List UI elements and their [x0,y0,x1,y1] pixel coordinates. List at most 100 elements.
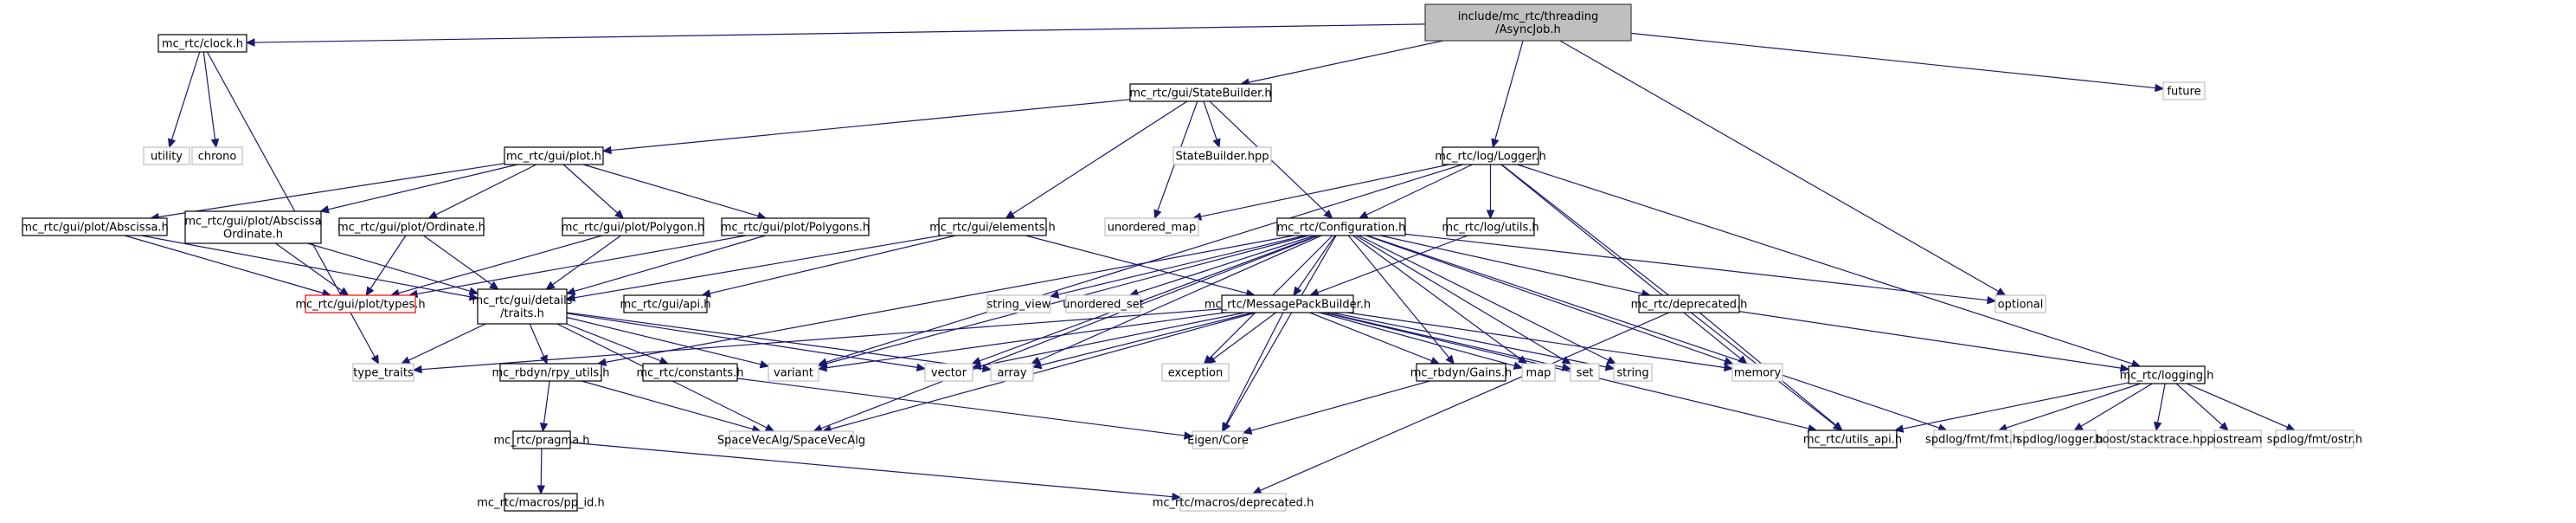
arrowhead-root-to-optional [1995,287,2007,296]
node-logging[interactable]: mc_rtc/logging.h [2120,365,2214,384]
node-label: mc_rtc/gui/plot/Abscissa.h [21,222,169,235]
node-label: /AsyncJob.h [1495,23,1561,36]
node-label: SpaceVecAlg/SpaceVecAlg [717,435,865,448]
edge-configuration-to-fmt [1366,235,1940,429]
arrowhead-configuration-to-string [1606,356,1617,365]
node-types[interactable]: mc_rtc/gui/plot/types.h [295,294,426,313]
node-label: mc_rbdyn/rpy_utils.h [492,367,610,380]
node-label: mc_rtc/MessagePackBuilder.h [1204,299,1371,312]
node-label: mc_rtc/macros/pp_id.h [477,497,604,510]
edge-traits-to-rpy_utils [529,323,545,357]
edge-configuration-to-msgpack [1297,235,1336,289]
edge-polygons-to-types [416,235,747,295]
node-pp_id[interactable]: mc_rtc/macros/pp_id.h [477,493,605,512]
arrowhead-polygon-to-traits [545,281,556,290]
node-label: mc_rtc/utils_api.h [1803,434,1902,447]
node-clock[interactable]: mc_rtc/clock.h [157,34,247,53]
arrowhead-traits-to-rpy_utils [539,354,548,365]
arrowhead-msgpack-to-exception [1205,355,1217,365]
node-statebuilder_hpp: StateBuilder.hpp [1172,146,1272,165]
node-box [2128,365,2206,384]
node-label: string [1616,367,1648,380]
node-optional: optional [1995,294,2046,313]
node-configuration[interactable]: mc_rtc/Configuration.h [1276,217,1406,236]
edge-ordinate-to-types [369,235,407,289]
edge-msgpack-to-memory [1346,312,1725,369]
node-box [1424,3,1632,42]
node-label: optional [1998,299,2044,312]
arrowhead-logging-to-ostr [2285,423,2297,431]
node-string: string [1613,363,1653,382]
node-polygon[interactable]: mc_rtc/gui/plot/Polygon.h [562,217,705,236]
edge-gains-to-eigen [1250,380,1430,431]
node-box [924,363,973,382]
node-set: set [1570,363,1600,382]
arrowhead-polygons-to-traits [565,287,576,295]
node-constants[interactable]: mc_rtc/constants.h [637,363,744,382]
node-api[interactable]: mc_rtc/gui/api.h [620,294,711,313]
node-label: utility [151,151,183,164]
node-label: mc_rtc/gui/plot/Polygons.h [721,222,870,235]
node-box [1570,363,1600,382]
node-box [721,217,870,236]
arrowhead-pragma-to-pp_id [536,485,546,495]
node-utils_api[interactable]: mc_rtc/utils_api.h [1803,429,1902,449]
node-box [1995,294,2046,313]
node-root[interactable]: include/mc_rtc/threading/AsyncJob.h [1424,3,1632,42]
edge-root-to-optional [1559,40,1999,293]
node-traits[interactable]: mc_rtc/gui/details/traits.h [472,288,573,325]
node-deprecated[interactable]: mc_rtc/deprecated.h [1631,294,1748,313]
node-box [623,294,708,313]
edge-deprecated-to-macros_deprecated [1260,312,1670,491]
edge-plot-to-polygon [562,164,619,214]
arrowhead-statebuilder-to-statebuilder_hpp [1212,138,1221,149]
edges-layer [124,23,2297,501]
edge-msgpack-to-map [1319,312,1515,367]
node-label: boost/stacktrace.hpp [2095,434,2213,447]
node-exception: exception [1161,363,1230,382]
node-logutils[interactable]: mc_rtc/log/utils.h [1442,217,1539,236]
node-box [1933,429,2012,449]
edge-msgpack-to-set [1325,312,1564,368]
edge-configuration-to-map [1352,235,1521,360]
edge-configuration-to-array [1038,235,1322,361]
node-polygons[interactable]: mc_rtc/gui/plot/Polygons.h [721,217,870,236]
node-rpy_utils[interactable]: mc_rbdyn/rpy_utils.h [492,363,610,382]
node-box [562,217,704,236]
node-label: mc_rtc/gui/StateBuilder.h [1129,87,1271,100]
node-gains[interactable]: mc_rbdyn/Gains.h [1410,363,1513,382]
node-label: include/mc_rtc/threading [1458,10,1598,23]
arrowhead-absord-to-traits [468,287,479,295]
arrowhead-configuration-to-msgpack [1293,286,1302,297]
arrowhead-configuration-to-vector [971,357,982,365]
node-label: future [2167,86,2200,99]
edge-configuration-to-deprecated [1380,235,1643,294]
node-box [729,430,854,449]
nodes-layer: include/mc_rtc/threading/AsyncJob.h mc_rt… [21,3,2362,512]
arrowhead-traits-to-constants [658,357,670,365]
node-ordinate[interactable]: mc_rtc/gui/plot/Ordinate.h [337,217,485,236]
edge-msgpack-to-eigen [1225,312,1284,425]
node-msgpack[interactable]: mc_rtc/MessagePackBuilder.h [1204,294,1371,313]
node-box [2162,81,2206,100]
arrowhead-deprecated-to-macros_deprecated [1251,486,1262,494]
node-pragma[interactable]: mc_rtc/pragma.h [493,430,590,449]
node-box [1442,146,1539,165]
node-spacevecalg: SpaceVecAlg/SpaceVecAlg [717,430,865,449]
arrowhead-configuration-to-optional [1987,295,1997,305]
edge-absord-to-traits [307,242,471,292]
node-logger[interactable]: mc_rtc/log/Logger.h [1435,146,1546,165]
node-statebuilder[interactable]: mc_rtc/gui/StateBuilder.h [1129,83,1272,102]
node-box [1446,217,1535,236]
node-plot[interactable]: mc_rtc/gui/plot.h [504,146,604,165]
node-box [2107,429,2202,449]
edge-pragma-to-pp_id [540,448,543,487]
node-abscissa[interactable]: mc_rtc/gui/plot/Abscissa.h [21,217,169,236]
node-box [184,210,322,244]
edge-polygon-to-types [398,235,603,294]
node-label: variant [774,367,813,380]
node-box [504,146,604,165]
node-elements[interactable]: mc_rtc/gui/elements.h [929,217,1056,236]
